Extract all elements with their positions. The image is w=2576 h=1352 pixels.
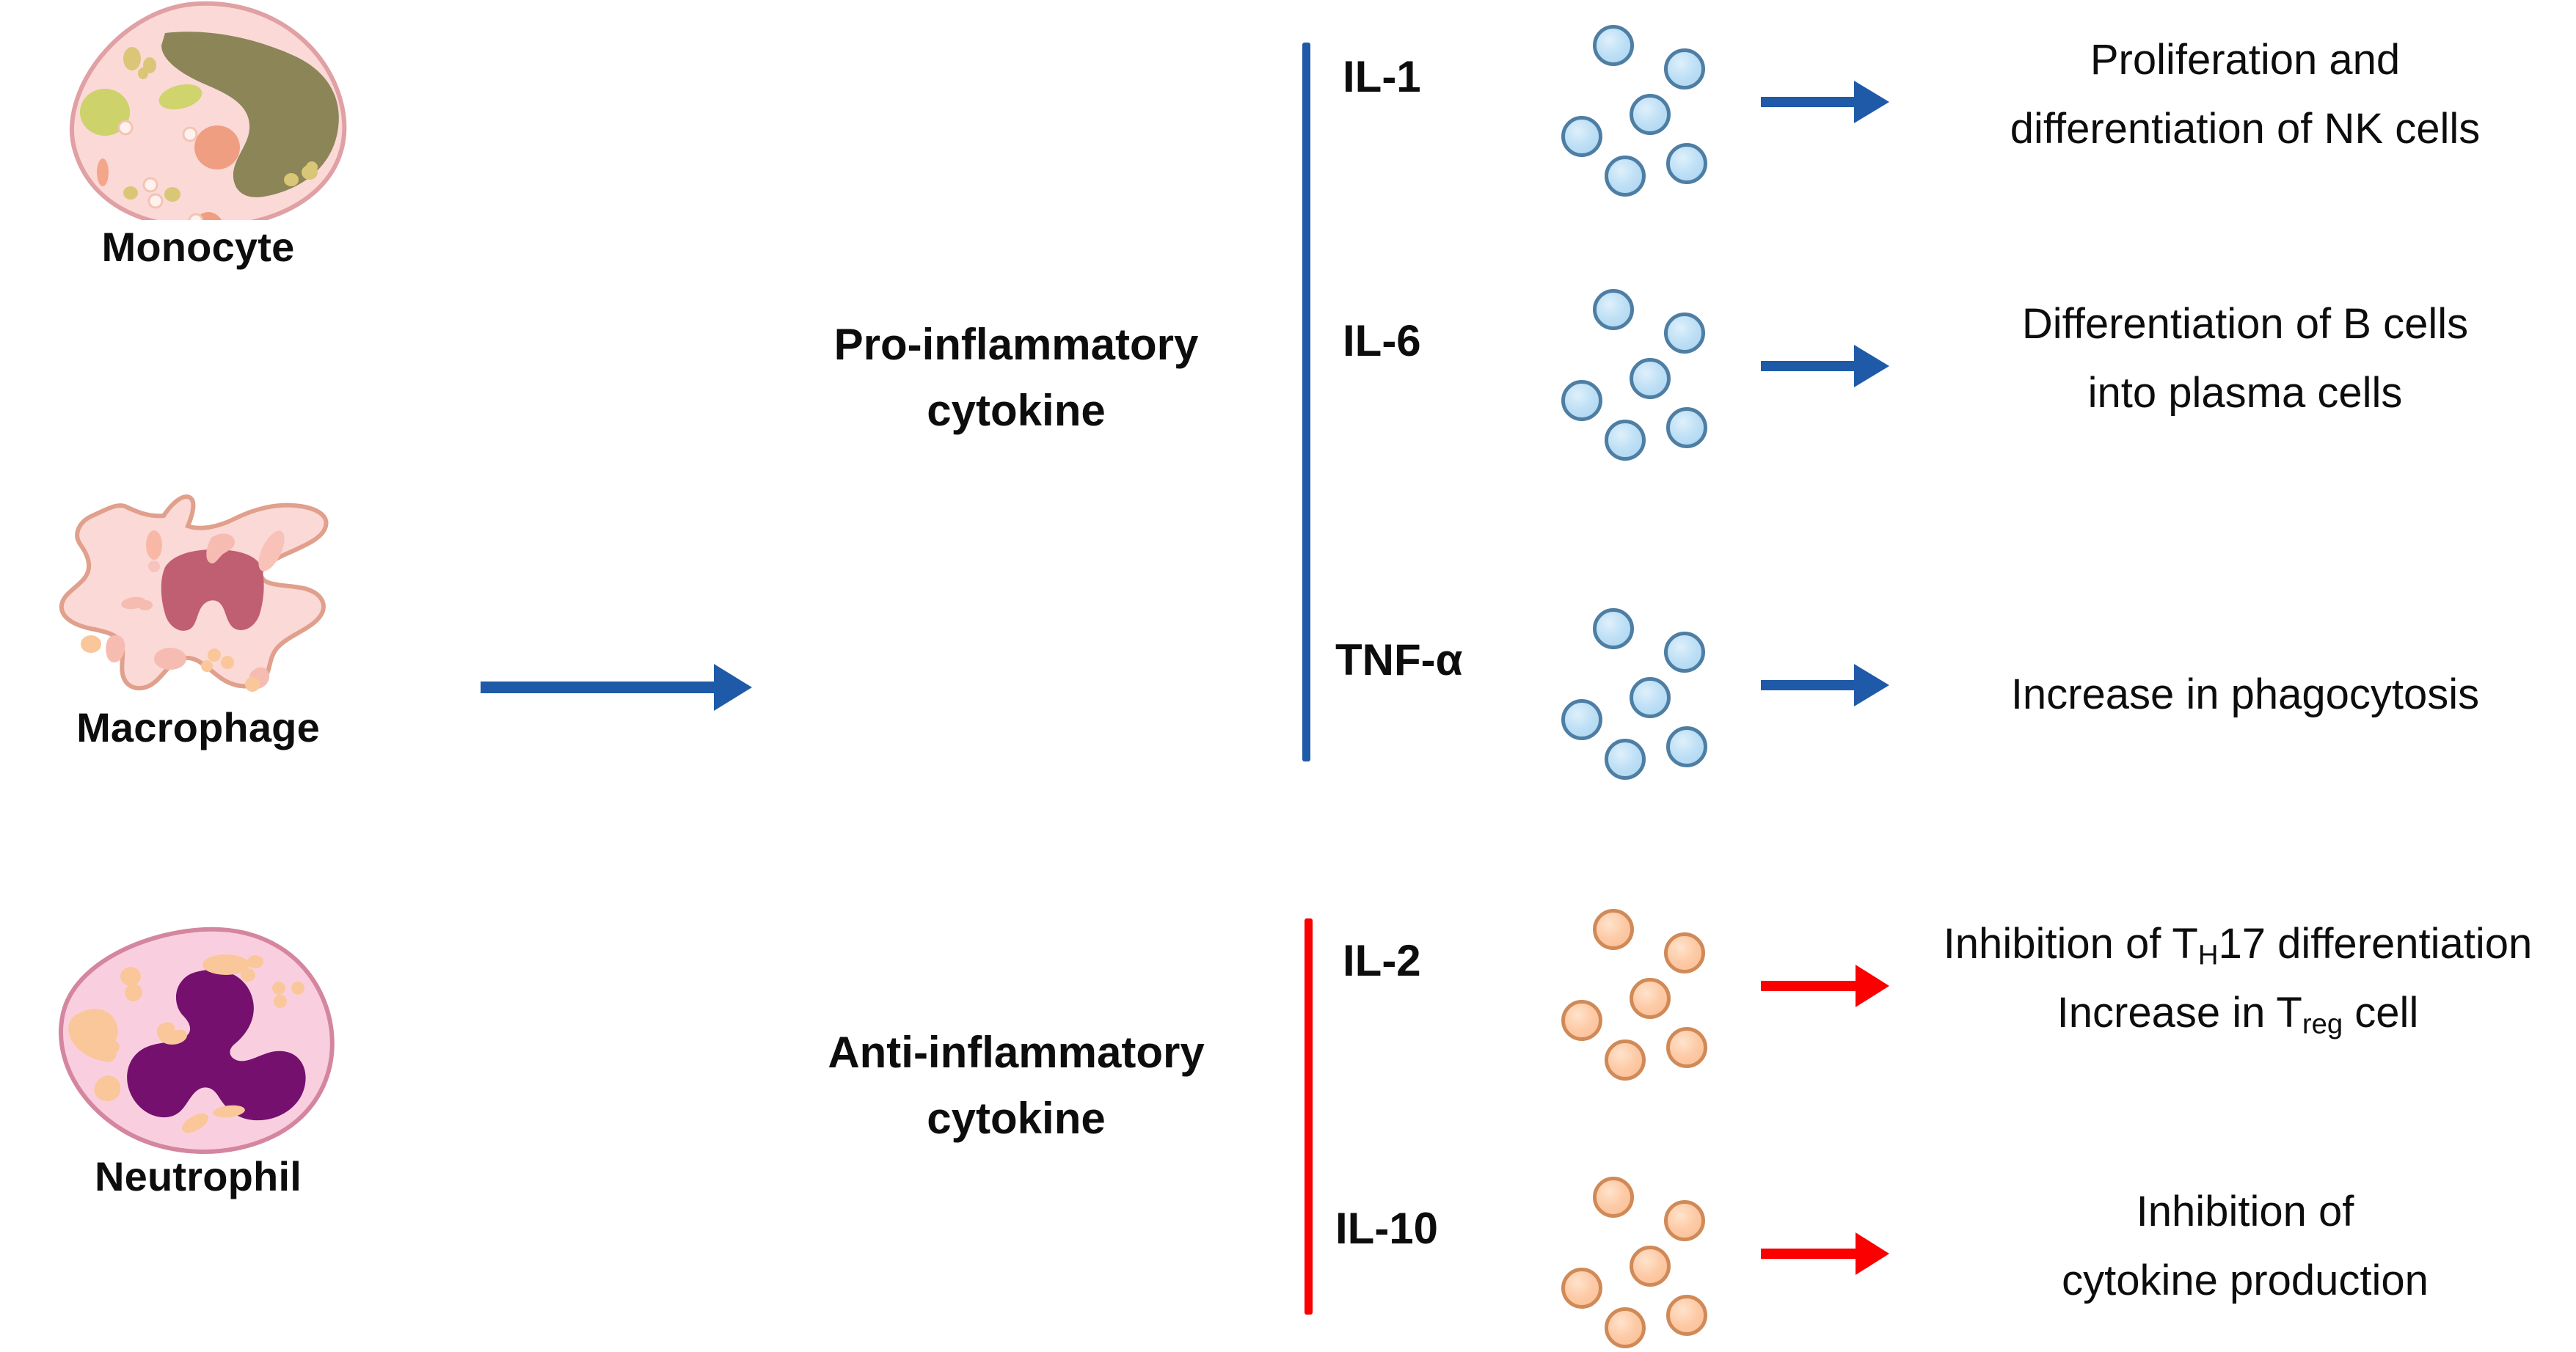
cytokine-dot: [1666, 1295, 1707, 1336]
cytokine-dot: [1605, 1039, 1646, 1081]
effect-text-il-10: Inhibition of cytokine production: [2062, 1188, 2429, 1304]
cytokine-label-il-10: IL-10: [1335, 1204, 1439, 1253]
cytokine-dot: [1605, 1307, 1646, 1348]
arrow-head: [1856, 965, 1889, 1007]
cytokine-dot: [1664, 313, 1705, 354]
cytokine-label-il-2: IL-2: [1343, 936, 1421, 985]
arrow-shaft: [1761, 1249, 1858, 1259]
cytokine-dot: [1630, 1246, 1671, 1287]
arrow-shaft: [1761, 680, 1856, 690]
arrow-head: [1854, 345, 1889, 387]
cell-block-neutrophil: Neutrophil: [0, 921, 396, 1200]
effect-text-tnf-a: Increase in phagocytosis: [2010, 670, 2480, 718]
monocyte-illustration: [0, 0, 396, 220]
cell-label-neutrophil: Neutrophil: [95, 1153, 302, 1199]
cytokine-dot: [1664, 632, 1705, 673]
cytokine-dot: [1593, 608, 1634, 649]
monocyte-cell-icon: [70, 1, 347, 220]
effect-arrow-icon-il-10: [1761, 1232, 1889, 1275]
arrow-head: [714, 664, 752, 711]
cytokine-dots-il-1: [1559, 22, 1713, 197]
cytokine-dot: [1630, 94, 1671, 135]
neutrophil-illustration: [0, 921, 396, 1155]
cytokine-dot: [1666, 407, 1707, 448]
effect-arrow-icon-tnf-a: [1761, 664, 1889, 706]
cytokine-dot: [1605, 156, 1646, 197]
cytokine-dot: [1593, 909, 1634, 950]
group-bar-anti-inflammatory: [1305, 918, 1313, 1315]
cell-block-macrophage: Macrophage: [0, 473, 396, 751]
cytokine-row-il-6: IL-6 Differentiation of B cells into pla…: [1335, 279, 2575, 461]
cytokine-dot: [1664, 932, 1705, 973]
cytokine-dot: [1593, 289, 1634, 330]
cytokine-row-il-10: IL-10 Inhibition of cytokine production: [1335, 1166, 2575, 1348]
group-label-pro-inflammatory: Pro-inflammatory cytokine: [833, 320, 1199, 435]
cytokine-dots-il-10: [1559, 1174, 1713, 1348]
cytokine-dots-il-6: [1559, 286, 1713, 461]
arrow-shaft: [481, 682, 717, 693]
cytokine-dot: [1561, 380, 1602, 421]
neutrophil-cell-icon: [59, 927, 335, 1154]
effect-text-il-6: Differentiation of B cells into plasma c…: [2021, 300, 2469, 417]
cell-label-macrophage: Macrophage: [76, 704, 320, 750]
arrow-shaft: [1761, 97, 1856, 107]
arrow-head: [1856, 1232, 1889, 1275]
cell-block-monocyte: Monocyte: [0, 0, 396, 271]
cytokine-dots-tnf-a: [1559, 605, 1713, 780]
cytokine-dot: [1664, 1200, 1705, 1241]
cytokine-row-il-1: IL-1 Proliferation and differentiation o…: [1335, 15, 2575, 197]
cytokine-dots-il-2: [1559, 906, 1713, 1081]
arrow-shaft: [1761, 361, 1856, 371]
main-flow-arrow-icon: [481, 664, 752, 711]
cytokine-dot: [1605, 739, 1646, 780]
cytokine-dot: [1666, 143, 1707, 184]
arrow-head: [1854, 664, 1889, 706]
cytokine-label-tnf-a: TNF-α: [1335, 635, 1463, 684]
macrophage-illustration: [0, 473, 396, 708]
cytokine-dot: [1630, 358, 1671, 399]
cytokine-label-il-6: IL-6: [1343, 316, 1421, 365]
cytokine-dot: [1561, 699, 1602, 740]
cytokine-dot: [1561, 1000, 1602, 1041]
cytokine-dot: [1561, 1268, 1602, 1309]
macrophage-cell-icon: [59, 494, 329, 692]
group-bar-pro-inflammatory: [1302, 43, 1310, 761]
cytokine-dot: [1593, 25, 1634, 66]
effect-arrow-icon-il-2: [1761, 965, 1889, 1007]
effect-arrow-icon-il-1: [1761, 81, 1889, 123]
cytokine-dot: [1593, 1177, 1634, 1218]
arrow-shaft: [1761, 981, 1858, 991]
cytokine-label-il-1: IL-1: [1343, 52, 1421, 101]
cell-label-monocyte: Monocyte: [101, 224, 295, 270]
effect-text-il-1: Proliferation and differentiation of NK …: [2010, 36, 2481, 153]
cytokine-dot: [1605, 420, 1646, 461]
cytokine-dot: [1630, 677, 1671, 718]
group-label-anti-inflammatory: Anti-inflammatory cytokine: [828, 1028, 1205, 1143]
effect-arrow-icon-il-6: [1761, 345, 1889, 387]
cytokine-dot: [1666, 726, 1707, 767]
arrow-head: [1854, 81, 1889, 123]
cytokine-dot: [1664, 48, 1705, 89]
cytokine-dot: [1561, 116, 1602, 157]
cytokine-dot: [1666, 1027, 1707, 1068]
cytokine-row-tnf-a: TNF-α Increase in phagocytosis: [1335, 598, 2575, 780]
cytokine-dot: [1630, 978, 1671, 1019]
